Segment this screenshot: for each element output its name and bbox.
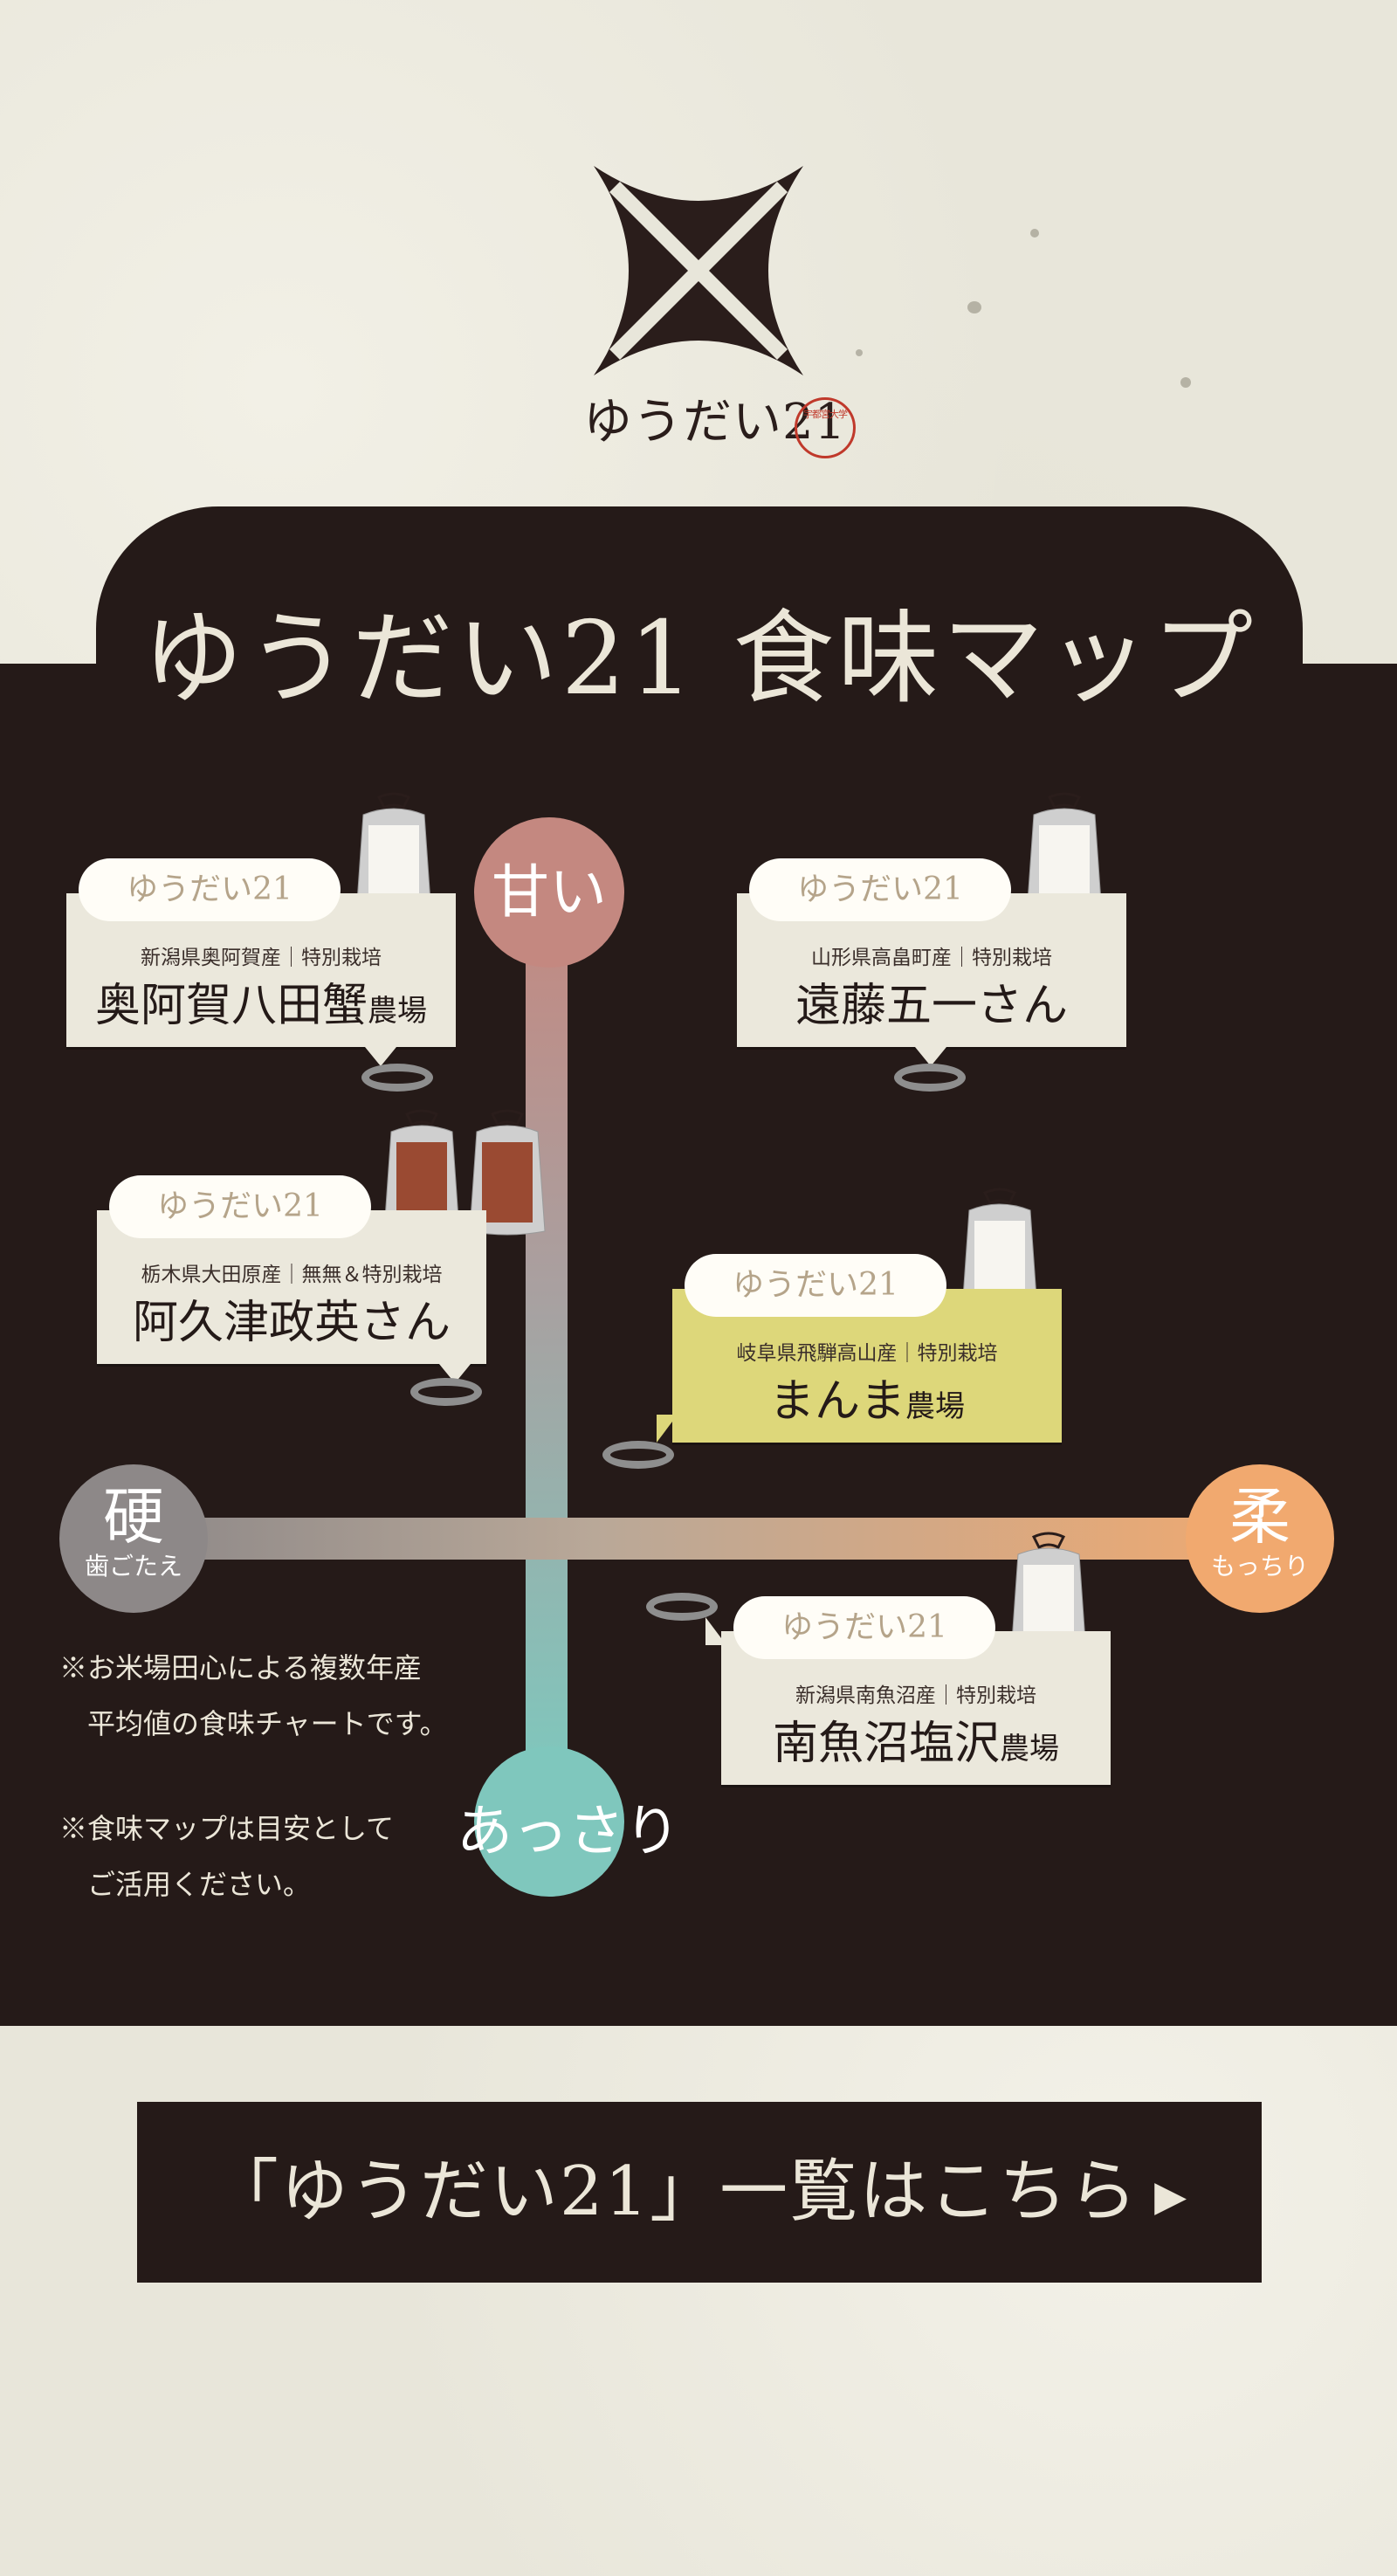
- position-marker-manma: [602, 1441, 674, 1469]
- rice-list-link-button[interactable]: 「ゆうだい21」一覧はこちら▶: [137, 2102, 1262, 2283]
- paper-speck: [1030, 229, 1039, 238]
- farm-tag: ゆうだい21: [685, 1254, 946, 1317]
- position-marker-endo: [894, 1064, 966, 1092]
- map-title: ゆうだい21 食味マップ: [141, 600, 1257, 718]
- position-marker-akutsu: [410, 1378, 482, 1406]
- axis-label-soft: 柔 もっちり: [1186, 1464, 1334, 1613]
- farm-tag: ゆうだい21: [109, 1175, 371, 1238]
- farm-name: 奥阿賀八田蟹農場: [94, 980, 427, 1032]
- play-arrow-icon: ▶: [1154, 2172, 1189, 2221]
- paper-speck: [1180, 377, 1191, 388]
- brand-logo-icon: [594, 166, 803, 375]
- paper-speck: [856, 349, 863, 356]
- farm-card-akutsu: ゆうだい21 栃木県大田原産｜無無＆特別栽培 阿久津政英さん: [97, 1175, 486, 1364]
- note-line: 平均値の食味チャートです。: [59, 1707, 448, 1740]
- note-line: ※食味マップは目安として: [59, 1812, 395, 1845]
- position-marker-minamiuonuma: [646, 1593, 718, 1621]
- farm-name: まんま農場: [768, 1375, 965, 1428]
- hard-soft-axis: [131, 1518, 1292, 1560]
- farm-origin: 栃木県大田原産｜無無＆特別栽培: [141, 1264, 443, 1286]
- axis-label-hard: 硬 歯ごたえ: [59, 1464, 208, 1613]
- farm-card-okuaga: ゆうだい21 新潟県奥阿賀産｜特別栽培 奥阿賀八田蟹農場: [66, 858, 456, 1047]
- card-pointer: [365, 1047, 396, 1066]
- card-pointer: [915, 1047, 946, 1066]
- farm-name: 南魚沼塩沢農場: [772, 1718, 1059, 1770]
- farm-name: 阿久津政英さん: [132, 1297, 451, 1349]
- farm-name: 遠藤五一さん: [795, 980, 1068, 1032]
- card-pointer: [657, 1415, 678, 1443]
- axis-label-light: あっさり: [457, 1746, 680, 1897]
- farm-card-minamiuonuma: ゆうだい21 新潟県南魚沼産｜特別栽培 南魚沼塩沢農場: [721, 1596, 1111, 1785]
- sweet-light-axis: [526, 891, 568, 1773]
- card-pointer: [705, 1617, 726, 1645]
- brand-seal: 宇都宮大学: [795, 397, 856, 458]
- farm-origin: 岐阜県飛騨高山産｜特別栽培: [736, 1342, 998, 1365]
- paper-speck: [967, 301, 981, 313]
- farm-origin: 新潟県南魚沼産｜特別栽培: [795, 1684, 1036, 1707]
- note-line: ご活用ください。: [59, 1868, 312, 1901]
- farm-tag: ゆうだい21: [79, 858, 341, 921]
- axis-label-sweet: 甘い: [474, 817, 624, 968]
- farm-card-manma: ゆうだい21 岐阜県飛騨高山産｜特別栽培 まんま農場: [672, 1254, 1062, 1443]
- farm-tag: ゆうだい21: [749, 858, 1011, 921]
- farm-origin: 新潟県奥阿賀産｜特別栽培: [141, 947, 382, 969]
- farm-card-endo: ゆうだい21 山形県高畠町産｜特別栽培 遠藤五一さん: [737, 858, 1126, 1047]
- farm-tag: ゆうだい21: [733, 1596, 995, 1659]
- position-marker-okuaga: [361, 1064, 433, 1092]
- farm-origin: 山形県高畠町産｜特別栽培: [811, 947, 1052, 969]
- note-line: ※お米場田心による複数年産: [59, 1651, 423, 1684]
